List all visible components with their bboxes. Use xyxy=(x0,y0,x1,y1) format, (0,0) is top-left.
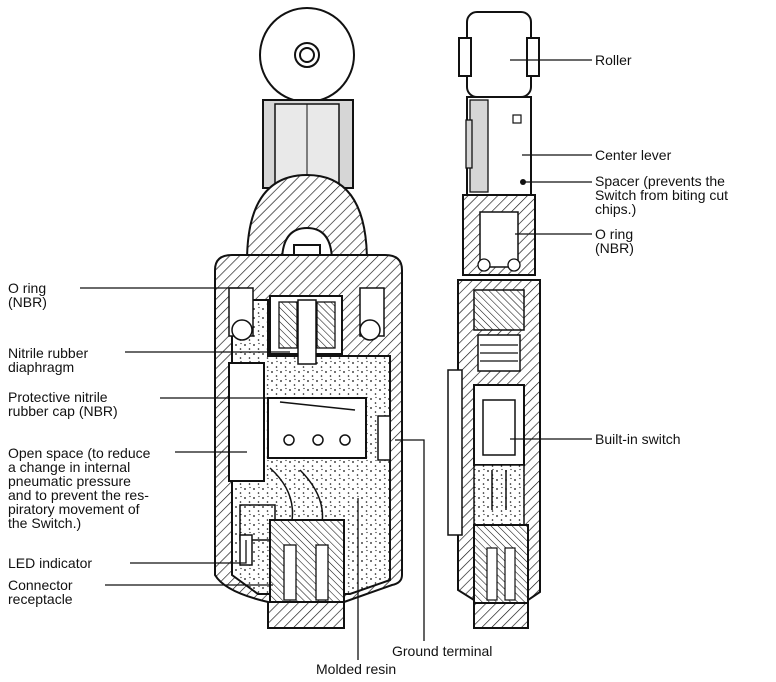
label-protective-cap: Protective nitrile rubber cap (NBR) xyxy=(8,389,118,419)
leader-lines xyxy=(80,59,592,660)
label-led-indicator: LED indicator xyxy=(8,555,93,571)
right-connector xyxy=(473,524,529,604)
left-head xyxy=(245,173,369,263)
label-molded-resin: Molded resin xyxy=(316,661,397,677)
label-roller: Roller xyxy=(595,52,632,68)
label-connector-receptacle: Connector receptacle xyxy=(8,577,73,607)
leader-led-indicator xyxy=(130,540,247,564)
left-connector xyxy=(269,519,345,603)
label-nitrile-diaphragm: Nitrile rubber diaphragm xyxy=(8,345,89,375)
label-open-space: Open space (to reduce a change in intern… xyxy=(8,445,151,531)
label-o-ring-left: O ring (NBR) xyxy=(8,280,47,310)
label-ground-terminal: Ground terminal xyxy=(392,643,493,659)
label-spacer: Spacer (prevents the Switch from biting … xyxy=(595,173,729,217)
leader-ground-terminal xyxy=(395,439,425,641)
label-builtin-switch: Built-in switch xyxy=(595,431,681,447)
right-switch-section xyxy=(447,11,541,629)
right-roller xyxy=(466,11,532,98)
label-center-lever: Center lever xyxy=(595,147,672,163)
label-o-ring-right: O ring (NBR) xyxy=(595,226,634,256)
left-switch-section xyxy=(214,7,403,629)
